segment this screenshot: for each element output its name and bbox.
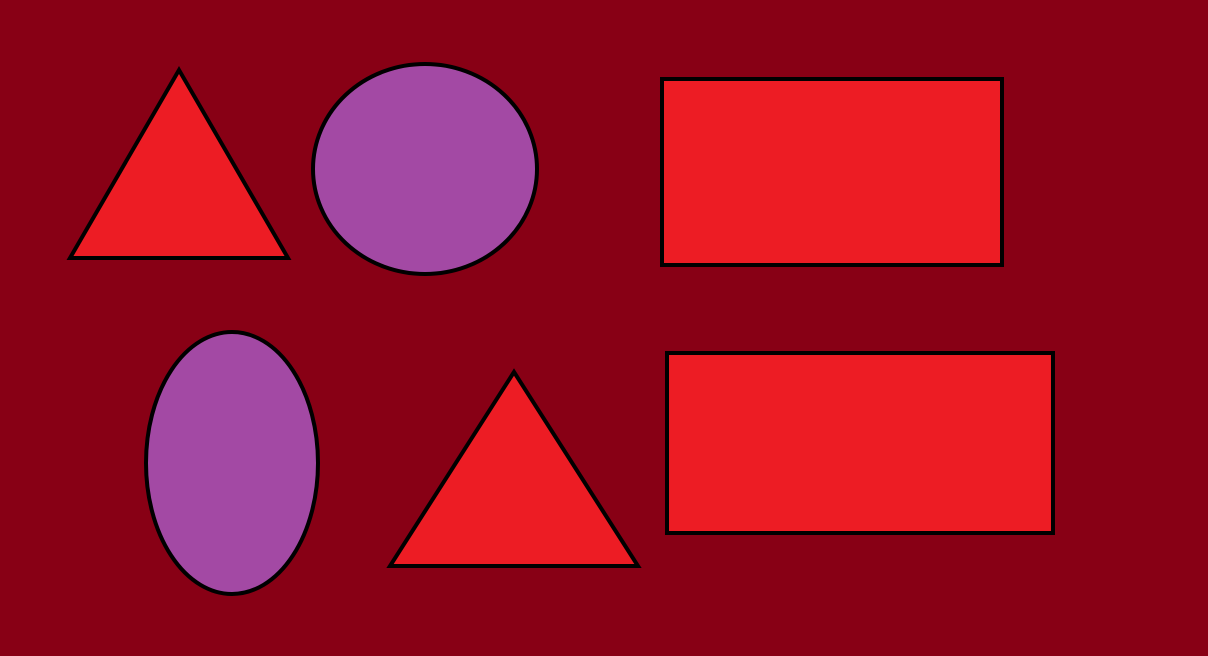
circle-shape-top — [311, 62, 539, 276]
ellipse-shape-bottom-left — [144, 330, 320, 596]
rectangle-shape-bottom — [665, 351, 1055, 535]
triangle-shape-bottom — [386, 368, 642, 568]
triangle-shape-top-left — [66, 66, 292, 260]
rectangle-shape-top — [660, 77, 1004, 267]
